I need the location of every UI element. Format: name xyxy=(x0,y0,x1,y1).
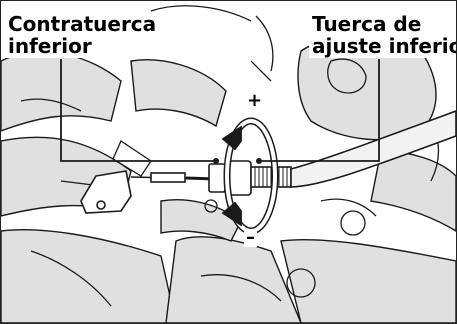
label-lower-adjusting-nut-line1: Tuerca de xyxy=(309,12,425,36)
label-lower-adjusting-nut: Tuerca de ajuste inferior xyxy=(309,12,456,58)
minus-sign: – xyxy=(244,227,257,248)
throttle-bracket xyxy=(80,170,132,214)
label-lower-adjusting-nut-line2: ajuste inferior xyxy=(309,34,456,58)
lower-adjusting-nut xyxy=(228,160,252,196)
plus-sign: + xyxy=(245,90,265,111)
leader-line-adjusting-nut xyxy=(259,59,380,162)
lower-lock-nut xyxy=(208,163,226,193)
engine-background xyxy=(1,35,456,323)
arrow-down-icon xyxy=(221,201,242,227)
leader-lines xyxy=(60,59,380,162)
throttle-cable xyxy=(130,110,456,196)
engine-contours xyxy=(20,5,440,307)
leader-dot-adjusting-nut xyxy=(256,158,262,164)
leader-line-lock-nut xyxy=(60,59,216,162)
label-lower-lock-nut: Contratuerca inferior xyxy=(5,12,160,58)
leader-dots xyxy=(213,158,262,164)
leader-dot-lock-nut xyxy=(213,158,219,164)
label-lower-lock-nut-line2: inferior xyxy=(5,34,95,58)
arrow-up-icon xyxy=(221,125,242,151)
label-lower-lock-nut-line1: Contratuerca xyxy=(5,12,160,36)
